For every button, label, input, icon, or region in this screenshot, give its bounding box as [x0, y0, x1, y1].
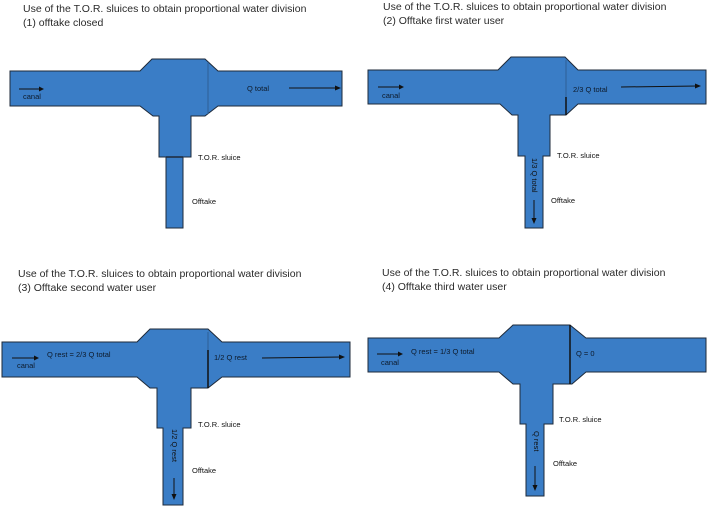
downstream-flow-label: Q = 0 — [576, 349, 595, 358]
sluice-label: T.O.R. sluice — [559, 415, 602, 424]
canal-diagram — [367, 324, 707, 497]
canal-label: canal — [382, 91, 400, 100]
arrow-down-icon — [531, 200, 537, 224]
arrow-right-icon — [261, 354, 345, 360]
panel-title: Use of the T.O.R. sluices to obtain prop… — [383, 0, 666, 28]
sluice-label: T.O.R. sluice — [557, 151, 600, 160]
canal-with-chamber — [367, 56, 707, 229]
canal-with-chamber — [9, 58, 343, 158]
downstream-flow-label: 2/3 Q total — [573, 85, 608, 94]
arrow-down-icon — [171, 478, 177, 500]
panel-3-second-water-user: Use of the T.O.R. sluices to obtain prop… — [0, 254, 354, 507]
downstream-flow-label: Q total — [247, 84, 270, 93]
canal-with-chamber — [1, 328, 351, 506]
canal-diagram — [9, 58, 343, 229]
canal-label: canal — [23, 92, 41, 101]
title-line-1: Use of the T.O.R. sluices to obtain prop… — [382, 267, 666, 279]
arrow-right-icon — [620, 83, 701, 89]
offtake-channel — [165, 156, 184, 229]
canal-with-chamber — [367, 324, 707, 497]
canal-diagram — [1, 328, 351, 506]
arrow-right-icon — [377, 351, 403, 357]
panel-title: Use of the T.O.R. sluices to obtain prop… — [382, 266, 665, 294]
sluice-label: T.O.R. sluice — [198, 420, 241, 429]
upstream-flow-label: Q rest = 1/3 Q total — [411, 347, 475, 356]
panel-title: Use of the T.O.R. sluices to obtain prop… — [23, 2, 306, 30]
title-line-1: Use of the T.O.R. sluices to obtain prop… — [23, 3, 307, 15]
offtake-flow-label: Q rest — [532, 431, 541, 452]
upstream-flow-label: Q rest = 2/3 Q total — [47, 350, 111, 359]
canal-label: canal — [17, 361, 35, 370]
arrow-right-icon — [378, 84, 404, 90]
arrow-right-icon — [12, 355, 39, 361]
canal-diagram — [367, 56, 707, 229]
downstream-flow-label: 1/2 Q rest — [214, 353, 247, 362]
offtake-label: Offtake — [192, 466, 217, 475]
title-line-1: Use of the T.O.R. sluices to obtain prop… — [18, 268, 302, 280]
panel-4-third-water-user: Use of the T.O.R. sluices to obtain prop… — [354, 254, 708, 507]
title-line-2: (4) Offtake third water user — [382, 281, 507, 293]
arrow-down-icon — [532, 466, 538, 491]
panel-title: Use of the T.O.R. sluices to obtain prop… — [18, 267, 301, 295]
sluice-label: T.O.R. sluice — [198, 153, 241, 162]
offtake-flow-label: 1/3 Q total — [530, 158, 539, 193]
arrow-right-icon — [19, 86, 44, 92]
title-line-2: (1) offtake closed — [23, 17, 104, 29]
offtake-label: Offtake — [553, 459, 578, 468]
title-line-1: Use of the T.O.R. sluices to obtain prop… — [383, 1, 667, 13]
panel-2-first-water-user: Use of the T.O.R. sluices to obtain prop… — [354, 0, 708, 253]
title-line-2: (3) Offtake second water user — [18, 282, 157, 294]
panel-1-offtake-closed: Use of the T.O.R. sluices to obtain prop… — [0, 0, 354, 253]
canal-label: canal — [381, 358, 399, 367]
title-line-2: (2) Offtake first water user — [383, 15, 505, 27]
offtake-flow-label: 1/2 Q rest — [170, 429, 179, 462]
offtake-label: Offtake — [192, 197, 217, 206]
offtake-label: Offtake — [551, 196, 576, 205]
arrow-right-icon — [289, 85, 341, 91]
